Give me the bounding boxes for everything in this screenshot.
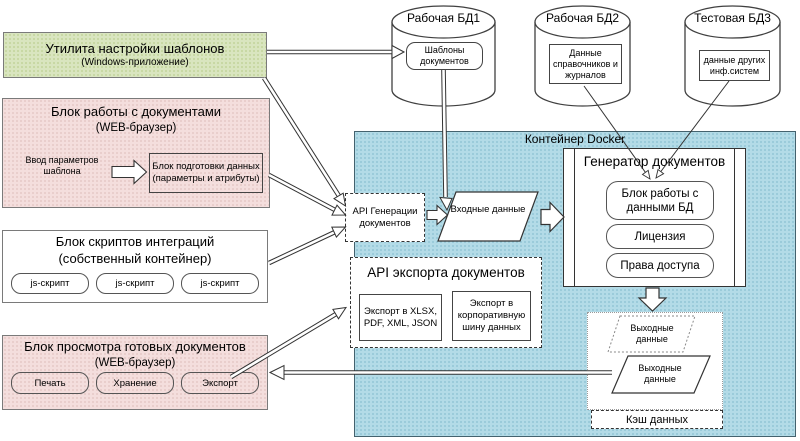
data-prep-box: Блок подготовки данных (параметры и атри… — [149, 153, 263, 193]
access-rights-module-label: Права доступа — [620, 259, 700, 272]
data-prep-line1: Блок подготовки данных — [152, 161, 260, 172]
print-button[interactable]: Печать — [11, 372, 89, 394]
data-cache-box: Кэш данных — [591, 410, 723, 429]
export-formats-box: Экспорт в XLSX, PDF, XML, JSON — [359, 294, 442, 341]
document-viewer-subtitle: (WEB-браузер) — [94, 357, 176, 369]
export-button[interactable]: Экспорт — [181, 372, 259, 394]
storage-button[interactable]: Хранение — [96, 372, 174, 394]
js-script-label-1: js-скрипт — [30, 278, 70, 289]
document-viewer-block: Блок просмотра готовых документов (WEB-б… — [2, 335, 268, 410]
access-rights-module-pill: Права доступа — [606, 253, 714, 278]
db3-content-label: данные других инф.систем — [703, 54, 766, 76]
param-input-label: Ввод параметров шаблона — [25, 155, 99, 176]
js-script-label-2: js-скрипт — [115, 278, 155, 289]
export-label: Экспорт — [202, 377, 238, 389]
input-data-label: Входные данные — [450, 204, 526, 215]
api-export-title: API экспорта документов — [367, 265, 525, 280]
db1-content-box: Шаблоны документов — [406, 42, 483, 70]
arrow-utility-to-api-generation — [262, 76, 347, 208]
document-generator-box: Генератор документов Блок работы с данны… — [563, 148, 746, 287]
document-work-title: Блок работы с документами — [50, 104, 222, 119]
license-module-pill: Лицензия — [606, 224, 714, 249]
db2-title: Рабочая БД2 — [546, 11, 619, 25]
data-cache-label: Кэш данных — [626, 413, 688, 426]
db2-content-label: Данные справочников и журналов — [553, 47, 618, 80]
db-data-module-label: Блок работы с данными БД — [621, 187, 699, 214]
db3-content-box: данные других инф.систем — [699, 50, 770, 81]
api-export-box: API экспорта документов Экспорт в XLSX, … — [350, 257, 542, 348]
js-script-pill-1: js-скрипт — [11, 273, 89, 294]
db-data-module-pill: Блок работы с данными БД — [606, 181, 714, 220]
api-generation-label: API Генерации документов — [352, 205, 418, 229]
license-module-label: Лицензия — [634, 230, 686, 243]
print-label: Печать — [34, 377, 66, 389]
storage-label: Хранение — [113, 377, 157, 389]
integration-scripts-block: Блок скриптов интеграций (собственный ко… — [2, 230, 268, 303]
data-prep-line2: (параметры и атрибуты) — [152, 173, 260, 184]
db1-title: Рабочая БД1 — [407, 11, 480, 25]
document-work-subtitle: (WEB-браузер) — [95, 122, 177, 134]
integration-scripts-title: Блок скриптов интеграций — [55, 234, 215, 249]
arrow-scripts-to-api-generation — [268, 226, 347, 266]
arrow-docblock-to-api-generation — [267, 172, 347, 216]
js-script-pill-3: js-скрипт — [181, 273, 259, 294]
document-work-block: Блок работы с документами (WEB-браузер) … — [2, 98, 270, 208]
js-script-label-3: js-скрипт — [200, 278, 240, 289]
template-utility-subtitle: (Windows-приложение) — [81, 57, 189, 68]
api-generation-box: API Генерации документов — [345, 193, 425, 242]
template-utility-block: Утилита настройки шаблонов (Windows-прил… — [3, 32, 267, 78]
document-viewer-title: Блок просмотра готовых документов — [24, 339, 246, 354]
arrow-utility-to-db1 — [267, 44, 406, 60]
db1-content-label: Шаблоны документов — [420, 45, 469, 66]
js-script-pill-2: js-скрипт — [96, 273, 174, 294]
docker-title: Контейнер Docker — [524, 132, 626, 146]
export-bus-label: Экспорт в корпоративную шину данных — [457, 298, 526, 333]
output-data-draft-label: Выходные данные — [630, 323, 674, 344]
export-bus-box: Экспорт в корпоративную шину данных — [452, 291, 531, 341]
output-data-final-label: Выходные данные — [638, 363, 682, 384]
export-formats-label: Экспорт в XLSX, PDF, XML, JSON — [363, 305, 438, 329]
integration-scripts-subtitle: (собственный контейнер) — [58, 251, 212, 266]
db2-content-box: Данные справочников и журналов — [549, 44, 622, 84]
document-generator-title: Генератор документов — [583, 154, 726, 169]
db3-title: Тестовая БД3 — [694, 11, 771, 25]
template-utility-title: Утилита настройки шаблонов — [45, 41, 225, 56]
